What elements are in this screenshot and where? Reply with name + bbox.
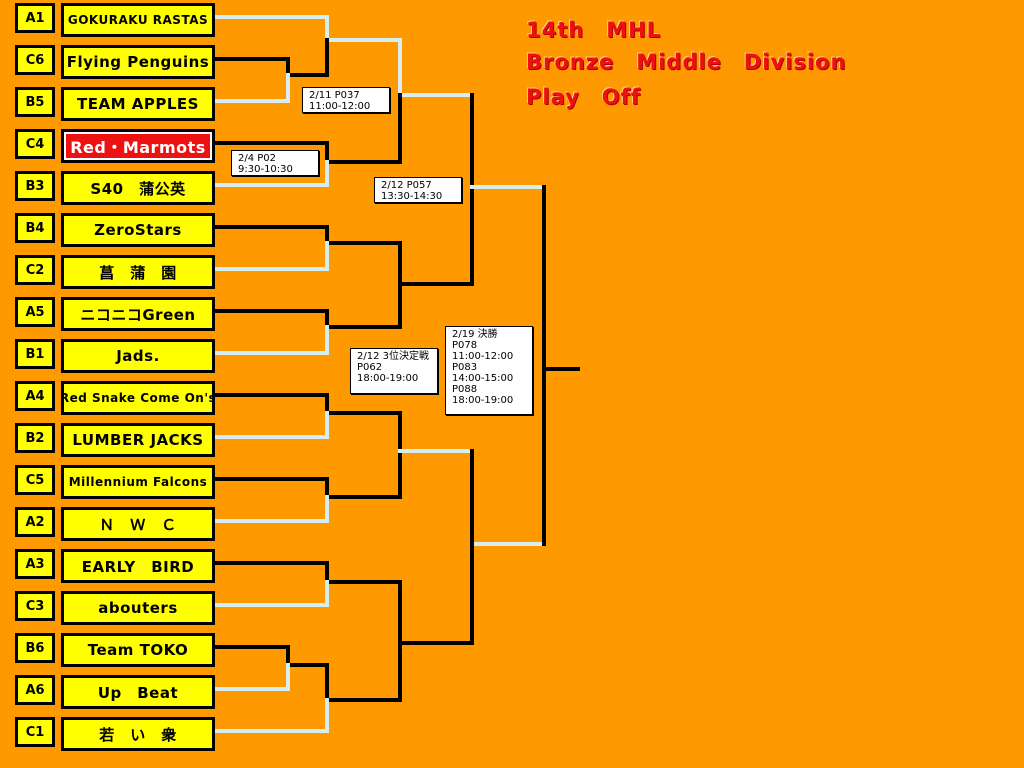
bracket-line bbox=[213, 449, 402, 499]
team-name: Flying Penguins bbox=[61, 45, 215, 79]
seed-label: C2 bbox=[15, 255, 55, 285]
seed-label: A3 bbox=[15, 549, 55, 579]
bracket-line bbox=[213, 325, 329, 355]
team-name: Ｎ Ｗ Ｃ bbox=[61, 507, 215, 541]
bracket-line bbox=[213, 282, 402, 329]
seed-label: A1 bbox=[15, 3, 55, 33]
team-name: Millennium Falcons bbox=[61, 465, 215, 499]
third-place-schedule-box: 2/12 3位決定戦 P062 18:00-19:00 bbox=[350, 348, 438, 394]
seed-label: C1 bbox=[15, 717, 55, 747]
team-name: ZeroStars bbox=[61, 213, 215, 247]
seed-label: C5 bbox=[15, 465, 55, 495]
bracket-line bbox=[213, 663, 290, 691]
seed-label: B5 bbox=[15, 87, 55, 117]
bracket-line bbox=[213, 73, 290, 103]
seed-label: B2 bbox=[15, 423, 55, 453]
bracket-line bbox=[213, 641, 402, 702]
bracket-line bbox=[542, 185, 580, 371]
seed-label: B6 bbox=[15, 633, 55, 663]
bracket-line bbox=[213, 160, 329, 187]
team-name: LUMBER JACKS bbox=[61, 423, 215, 457]
team-name: EARLY BIRD bbox=[61, 549, 215, 583]
bracket-line bbox=[213, 580, 329, 607]
seed-label: C6 bbox=[15, 45, 55, 75]
team-name: 菖 蒲 園 bbox=[61, 255, 215, 289]
seed-label: B3 bbox=[15, 171, 55, 201]
bracket-line bbox=[213, 15, 474, 97]
match-schedule-box: 2/11 P037 11:00-12:00 bbox=[302, 87, 390, 113]
title-line-2: Bronze Middle Division bbox=[526, 50, 847, 74]
seed-label: A6 bbox=[15, 675, 55, 705]
seed-label: C3 bbox=[15, 591, 55, 621]
team-name: Up Beat bbox=[61, 675, 215, 709]
final-schedule-box: 2/19 決勝 P078 11:00-12:00 P083 14:00-15:0… bbox=[445, 326, 533, 415]
bracket-line bbox=[213, 185, 474, 286]
bracket-line bbox=[213, 698, 329, 733]
team-name: Red Snake Come On's bbox=[61, 381, 215, 415]
match-schedule-box: 2/4 P02 9:30-10:30 bbox=[231, 150, 319, 176]
team-name: GOKURAKU RASTAS bbox=[61, 3, 215, 37]
title-line-3: Play Off bbox=[526, 85, 641, 109]
bracket-line bbox=[213, 38, 329, 77]
bracket-line bbox=[213, 241, 329, 271]
bracket-line bbox=[213, 495, 329, 523]
bracket-line bbox=[213, 411, 329, 439]
bracket-line bbox=[213, 542, 474, 645]
seed-label: B1 bbox=[15, 339, 55, 369]
seed-label: B4 bbox=[15, 213, 55, 243]
team-name: 若 い 衆 bbox=[61, 717, 215, 751]
team-name-highlighted: Red・Marmots bbox=[61, 129, 215, 163]
team-name: Jads. bbox=[61, 339, 215, 373]
bracket-line bbox=[213, 393, 474, 453]
seed-label: C4 bbox=[15, 129, 55, 159]
title-line-1: 14th MHL bbox=[526, 18, 662, 42]
team-name: S40 蒲公英 bbox=[61, 171, 215, 205]
team-name: TEAM APPLES bbox=[61, 87, 215, 121]
team-name: ニコニコGreen bbox=[61, 297, 215, 331]
team-name: Team TOKO bbox=[61, 633, 215, 667]
seed-label: A2 bbox=[15, 507, 55, 537]
team-name: abouters bbox=[61, 591, 215, 625]
seed-label: A5 bbox=[15, 297, 55, 327]
seed-label: A4 bbox=[15, 381, 55, 411]
match-schedule-box: 2/12 P057 13:30-14:30 bbox=[374, 177, 462, 203]
